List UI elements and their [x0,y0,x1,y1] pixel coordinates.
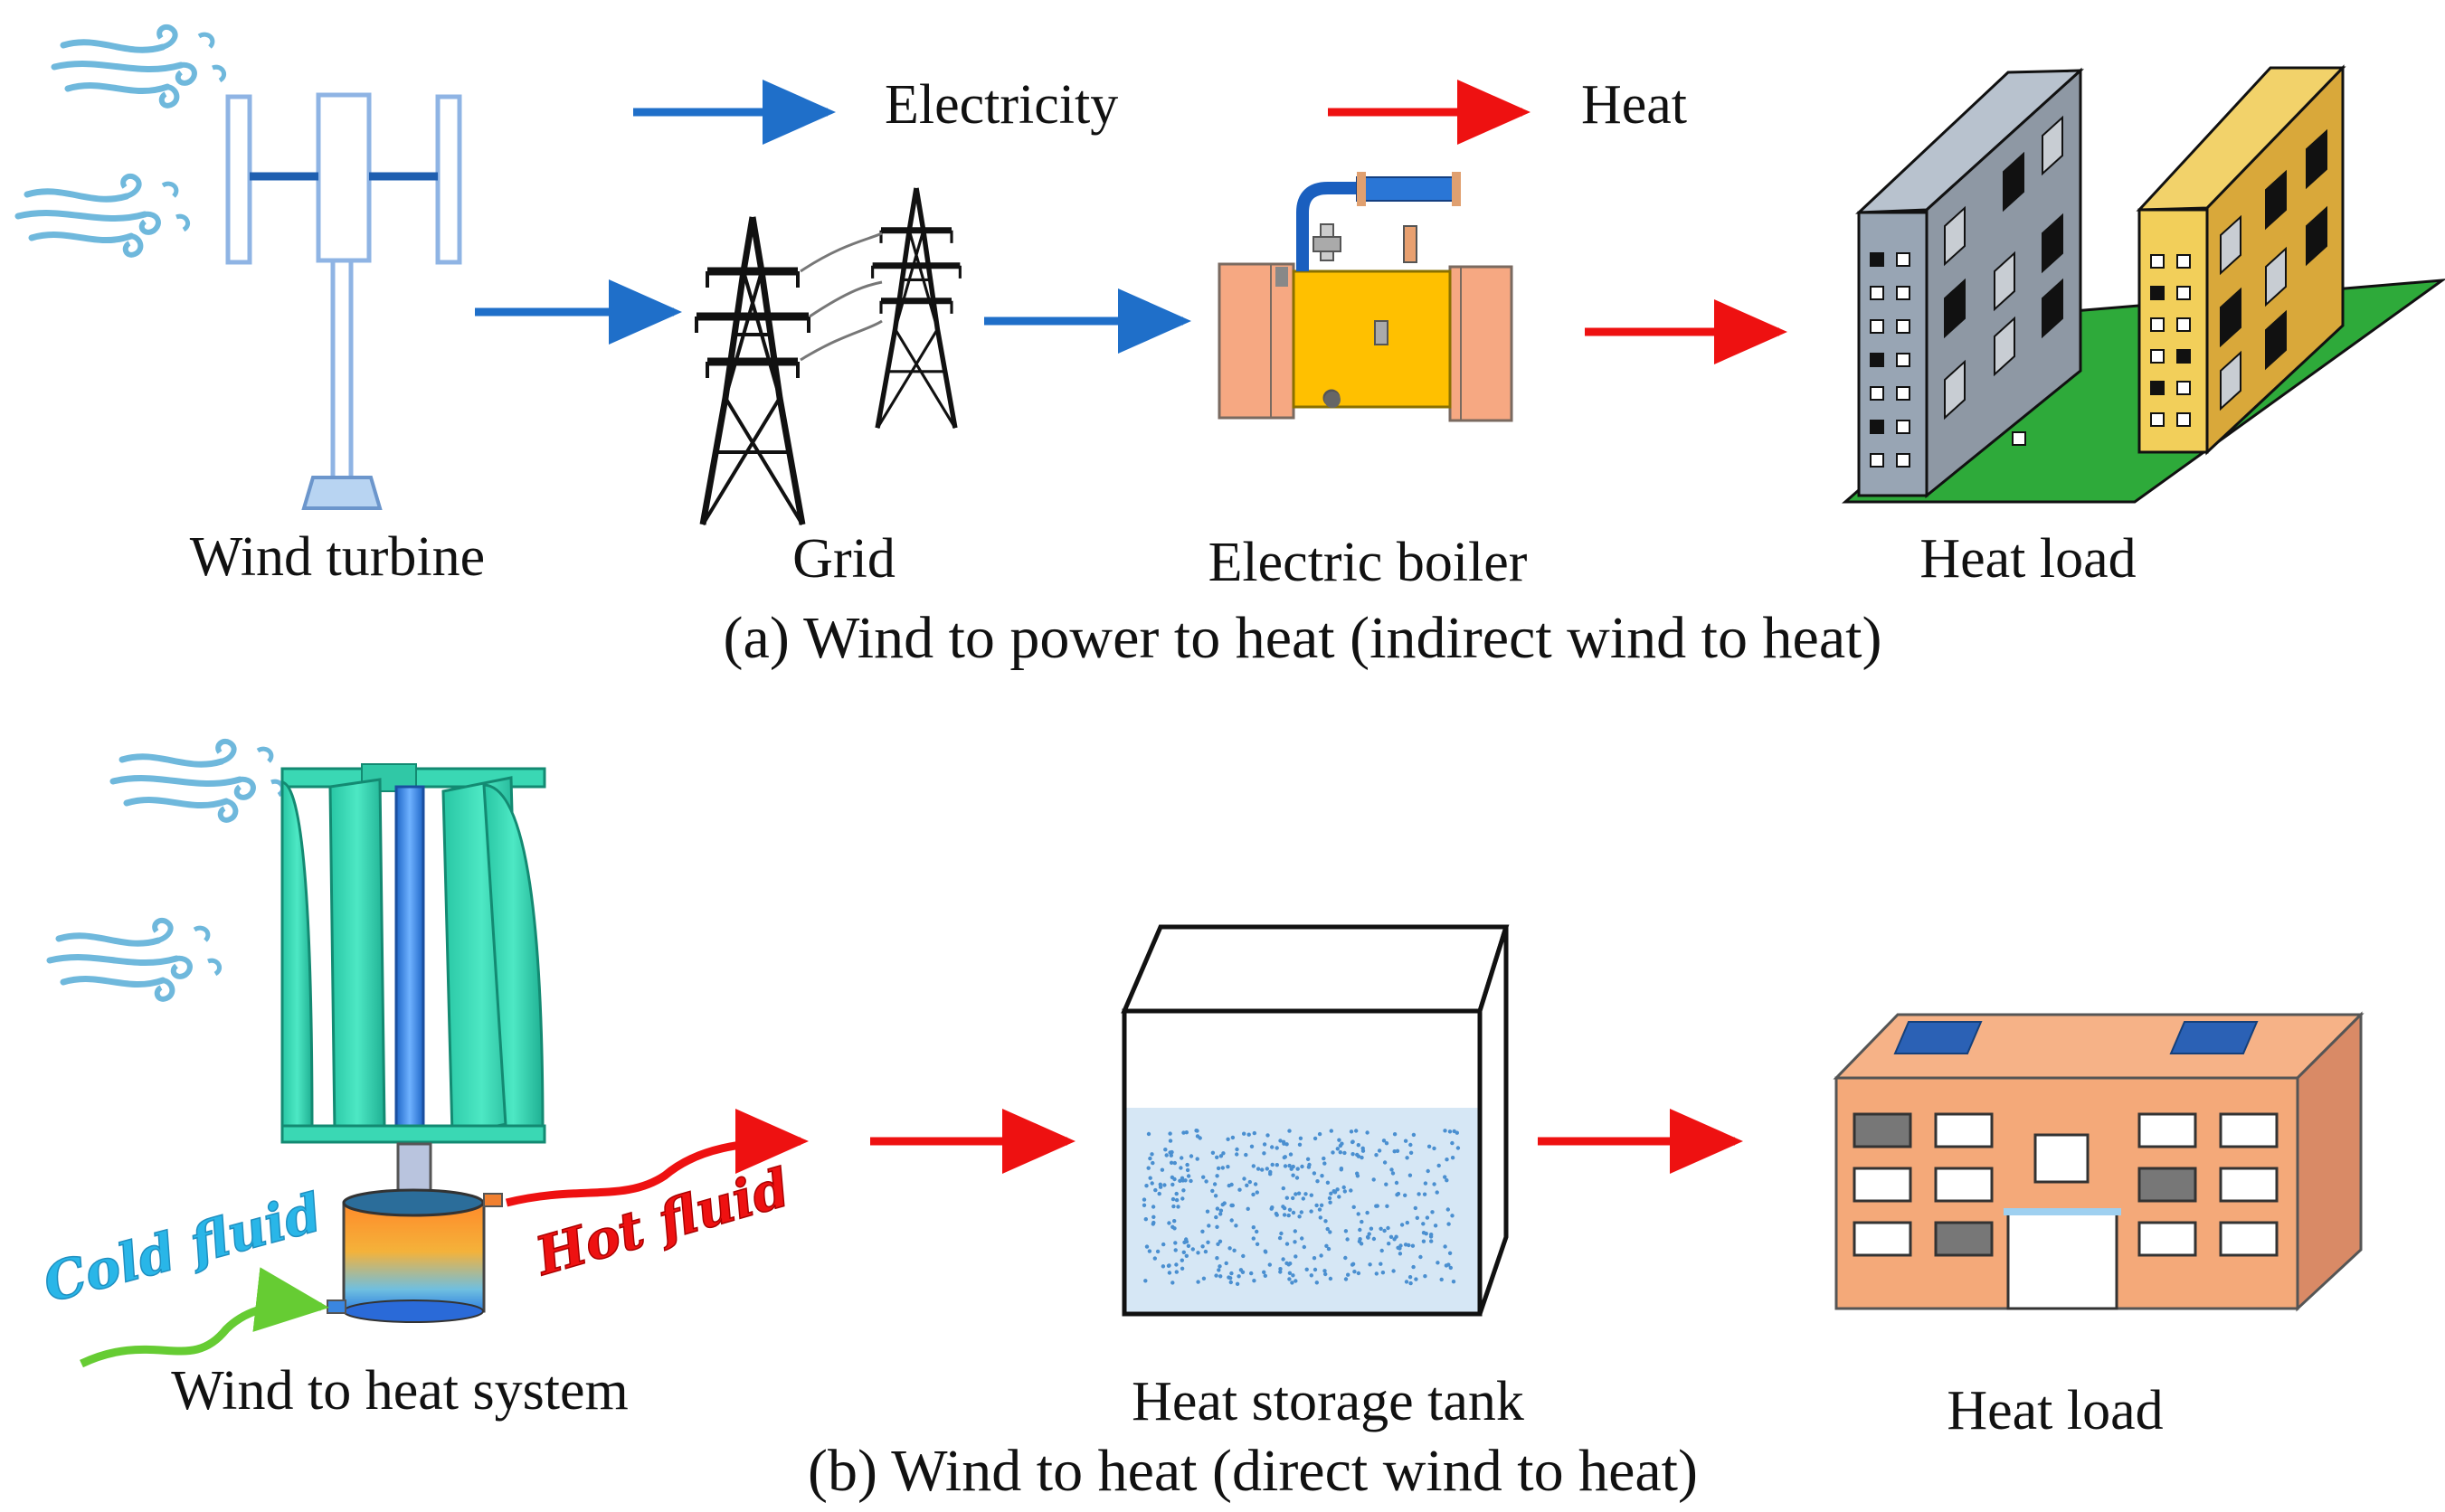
window [1870,453,1884,468]
window [2137,1167,2197,1203]
window [2306,205,2327,267]
window [1870,353,1884,367]
caption-b: (b) Wind to heat (direct wind to heat) [808,1438,1698,1504]
grid-label: Grid [792,528,896,590]
window [2265,246,2287,307]
window [1896,319,1910,334]
window [2176,381,2191,395]
legend-heat-label: Heat [1581,74,1687,136]
electric-boiler-label: Electric boiler [1208,532,1528,593]
window [1896,453,1910,468]
window [1870,286,1884,300]
window [2176,317,2191,332]
window [2042,278,2063,339]
wind-gust-icon [18,176,188,255]
wind-to-heat-system-icon [280,763,546,1323]
wind-turbine-icon [225,92,462,510]
cold-fluid-arrow [80,1267,329,1368]
window [2220,350,2241,411]
window [2265,309,2287,371]
window [2137,1221,2197,1257]
window [1934,1167,1994,1203]
wind-gust-icon [50,921,220,999]
window [2176,286,2191,300]
hot-fluid-arrow [505,1109,809,1207]
window [1853,1112,1912,1148]
caption-a: (a) Wind to power to heat (indirect wind… [724,605,1882,671]
window [2265,169,2287,231]
panel-a: Electricity Heat [18,27,2445,671]
window [2176,349,2191,364]
window [2003,151,2024,213]
wind-turbine-label: Wind turbine [190,526,485,588]
window [2150,381,2165,395]
window [2033,1133,2090,1184]
window [2220,214,2241,276]
window [2219,1221,2279,1257]
window [1896,286,1910,300]
window [2306,128,2327,190]
window [1934,1112,1994,1148]
window [1870,319,1884,334]
heat-load-buildings-icon [1842,64,2445,504]
window [2176,254,2191,269]
window [2042,213,2063,274]
window [2150,412,2165,427]
window [2219,1112,2279,1148]
legend-electricity-label: Electricity [885,74,1118,136]
window [2150,349,2165,364]
window [1896,386,1910,401]
window [1944,359,1966,421]
heat-load-label-b: Heat load [1947,1380,2163,1441]
heat-storage-tank-label: Heat storage tank [1132,1371,1524,1432]
window [2042,115,2063,176]
window [2176,412,2191,427]
window [1870,420,1884,434]
electric-boiler-icon [1218,172,1513,422]
window [1994,316,2015,377]
window [1870,252,1884,267]
heat-load-label-a: Heat load [1919,528,2136,590]
window [2150,254,2165,269]
window [1870,386,1884,401]
window [1896,353,1910,367]
window [1853,1167,1912,1203]
window [2150,286,2165,300]
window [1994,250,2015,312]
window [2137,1112,2197,1148]
cold-fluid-label: Cold fluid [37,1181,327,1314]
heat-load-house-icon [1833,1011,2364,1312]
wind-gust-icon [113,742,283,820]
window [1944,205,1966,267]
window [2150,317,2165,332]
window [2219,1167,2279,1203]
window [1934,1221,1994,1257]
wind-to-heat-system-label: Wind to heat system [171,1360,628,1422]
window [2220,287,2241,348]
window [1896,252,1910,267]
window [1944,278,1966,339]
window [1896,420,1910,434]
heat-storage-tank-icon [1121,924,1510,1317]
power-grid-icon [697,188,960,524]
window [1853,1221,1912,1257]
wind-gust-icon [54,27,224,106]
panel-b: Cold fluid Hot fluid Wind to heat system… [36,742,2364,1504]
